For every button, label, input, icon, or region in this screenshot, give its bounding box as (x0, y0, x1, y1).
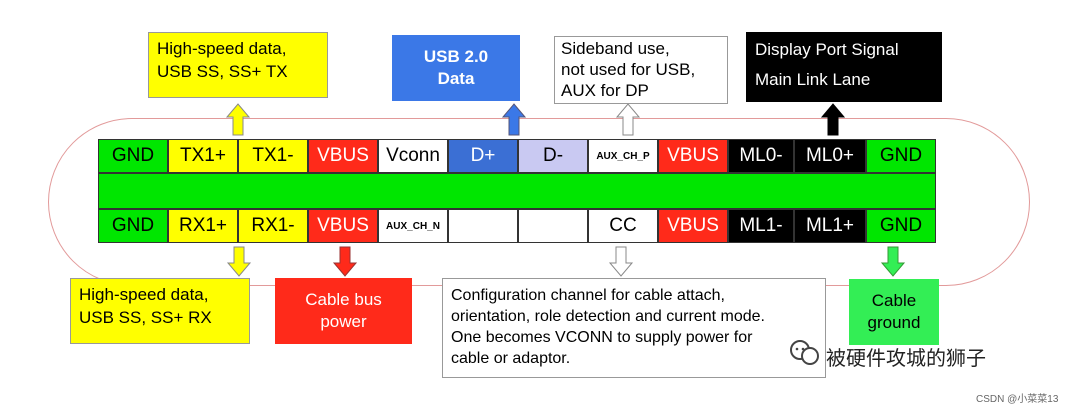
arrow-up-yellow-icon (225, 103, 251, 136)
arrow-up-white-icon (615, 103, 641, 136)
pin-bottom_pins-6 (518, 209, 588, 243)
pin-top_pins-8: VBUS (658, 139, 728, 173)
pin-bottom_pins-5 (448, 209, 518, 243)
pin-bottom_pins-9: ML1- (728, 209, 794, 243)
callout-high-speed-rx: High-speed data, USB SS, SS+ RX (70, 278, 250, 344)
pin-bottom_pins-3: VBUS (308, 209, 378, 243)
arrow-up-black-icon (820, 103, 846, 136)
pin-top_pins-1: TX1+ (168, 139, 238, 173)
pin-top_pins-3: VBUS (308, 139, 378, 173)
pin-bottom_pins-7: CC (588, 209, 658, 243)
arrow-up-blue-icon (501, 103, 527, 136)
arrow-down-yellow-icon (226, 246, 252, 277)
pin-top_pins-4: Vconn (378, 139, 448, 173)
pin-top_pins-9: ML0- (728, 139, 794, 173)
callout-configuration-channel: Configuration channel for cable attach, … (442, 278, 826, 378)
arrow-down-red-icon (332, 246, 358, 277)
pin-top_pins-6: D- (518, 139, 588, 173)
callout-displayport: Display Port Signal Main Link Lane (746, 32, 942, 102)
callout-sideband: Sideband use, not used for USB, AUX for … (554, 36, 728, 104)
pin-bottom_pins-8: VBUS (658, 209, 728, 243)
pin-top_pins-2: TX1- (238, 139, 308, 173)
pin-bottom_pins-1: RX1+ (168, 209, 238, 243)
credit-text: CSDN @小菜菜13 (976, 394, 1059, 405)
callout-high-speed-tx: High-speed data, USB SS, SS+ TX (148, 32, 328, 98)
pin-top_pins-7: AUX_CH_P (588, 139, 658, 173)
arrow-down-white-icon (608, 246, 634, 277)
pin-top_pins-11: GND (866, 139, 936, 173)
pin-bottom_pins-11: GND (866, 209, 936, 243)
arrow-down-green-icon (880, 246, 906, 277)
wechat-logo-icon (790, 340, 819, 365)
watermark-text: 被硬件攻城的狮子 (826, 348, 986, 370)
pin-top_pins-0: GND (98, 139, 168, 173)
callout-cable-bus-power: Cable bus power (275, 278, 412, 344)
pin-bottom_pins-2: RX1- (238, 209, 308, 243)
center-ground-plane (98, 173, 936, 209)
pin-top_pins-5: D+ (448, 139, 518, 173)
pin-bottom_pins-0: GND (98, 209, 168, 243)
callout-cable-ground: Cable ground (849, 279, 939, 345)
callout-usb2-data: USB 2.0 Data (392, 35, 520, 101)
pin-top_pins-10: ML0+ (794, 139, 866, 173)
pin-bottom_pins-10: ML1+ (794, 209, 866, 243)
pin-bottom_pins-4: AUX_CH_N (378, 209, 448, 243)
